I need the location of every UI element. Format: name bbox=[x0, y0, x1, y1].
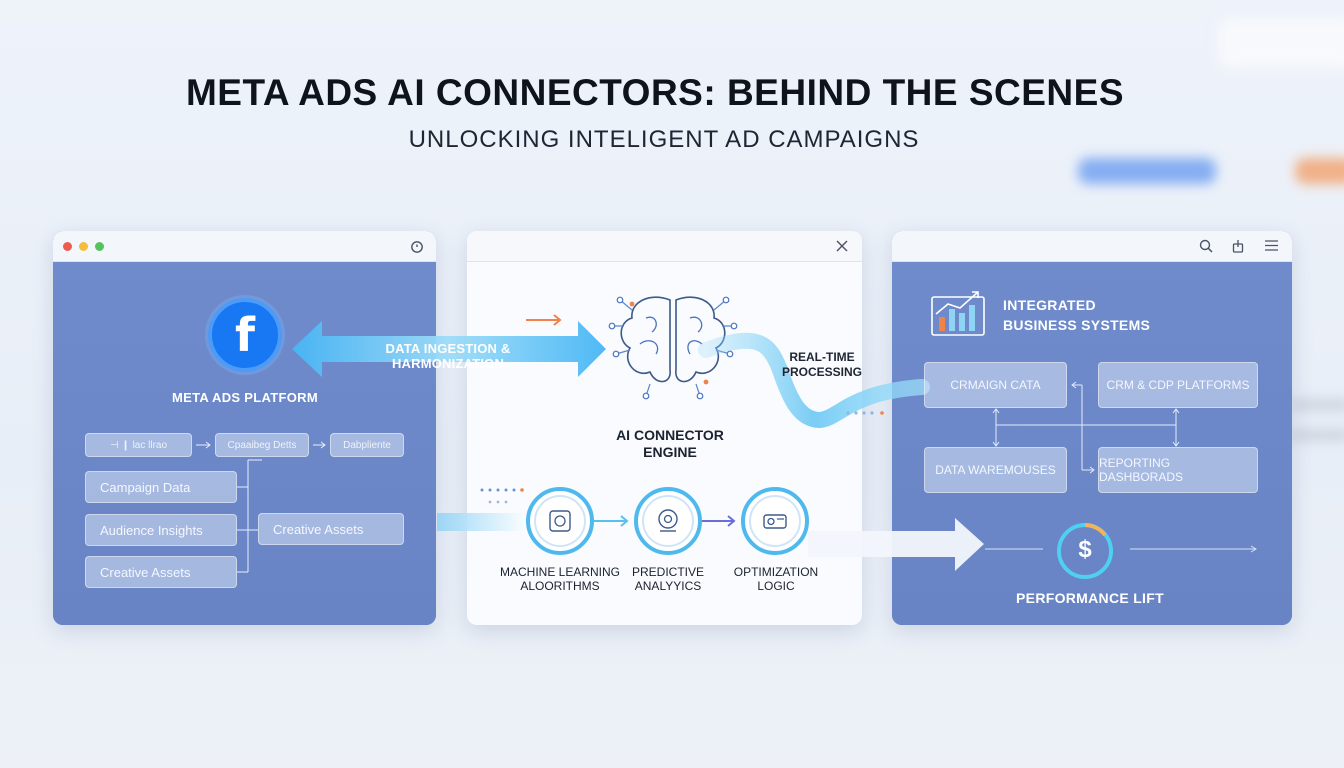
facebook-logo-icon: f bbox=[208, 298, 282, 372]
meta-ads-platform-label: META ADS PLATFORM bbox=[172, 390, 318, 405]
step-label-predictive-line1: PREDICTIVE bbox=[631, 565, 704, 579]
predictive-analytics-icon bbox=[634, 487, 702, 555]
step-label-ml-line1: MACHINE LEARNING bbox=[499, 565, 621, 579]
page-subtitle: UNLOCKING INTELIGENT AD CAMPAIGNS bbox=[408, 126, 920, 153]
side-item-creative-assets: Creative Assets bbox=[258, 513, 404, 545]
realtime-stream-icon bbox=[698, 332, 930, 429]
ai-engine-panel bbox=[467, 231, 862, 625]
orange-arrow-icon bbox=[526, 314, 562, 326]
brain-nodes-icon bbox=[608, 296, 738, 400]
maximize-dot-icon[interactable] bbox=[95, 242, 104, 251]
realtime-label-line1: REAL-TIME bbox=[789, 350, 855, 364]
close-icon[interactable] bbox=[836, 240, 848, 252]
system-box-data-warehouses: DATA WAREMOUSES bbox=[924, 447, 1067, 493]
close-dot-icon[interactable] bbox=[63, 242, 72, 251]
background-blur-bar bbox=[1295, 158, 1344, 184]
background-blur-card bbox=[1218, 18, 1344, 68]
integrated-heading-line1: INTEGRATED bbox=[1003, 297, 1096, 313]
list-item-creative-assets: Creative Assets bbox=[85, 556, 237, 588]
step-label-ml-line2: ALOORITHMS bbox=[520, 579, 600, 593]
timer-icon[interactable] bbox=[410, 240, 424, 254]
integrated-heading-line2: BUSINESS SYSTEMS bbox=[1003, 317, 1151, 333]
window-title-bar bbox=[892, 231, 1292, 262]
bar-chart-icon bbox=[931, 291, 985, 336]
ml-algorithms-icon bbox=[526, 487, 594, 555]
stream-dots-icon bbox=[480, 488, 524, 504]
engine-label-line2: ENGINE bbox=[643, 444, 697, 460]
list-item-campaign-data: Campaign Data bbox=[85, 471, 237, 503]
ingestion-arrow-icon bbox=[292, 321, 606, 377]
dollar-icon bbox=[1057, 523, 1113, 579]
systems-connectors-icon bbox=[992, 381, 1180, 474]
stream-dots-icon bbox=[846, 411, 884, 415]
background-blur-line bbox=[1290, 400, 1344, 410]
step-label-optimization-line2: LOGIC bbox=[757, 579, 795, 593]
system-box-crm-cdp: CRM & CDP PLATFORMS bbox=[1098, 362, 1258, 408]
input-stream-icon bbox=[437, 513, 530, 531]
search-icon[interactable] bbox=[1199, 239, 1213, 253]
performance-lift-label: PERFORMANCE LIFT bbox=[1016, 590, 1164, 606]
flow-step-1: ⊣ ❙ lac llrao bbox=[85, 433, 192, 457]
minimize-dot-icon[interactable] bbox=[79, 242, 88, 251]
share-icon[interactable] bbox=[1232, 239, 1244, 253]
step-label-predictive-line2: ANALYYICS bbox=[634, 579, 702, 593]
performance-arrow-icon bbox=[1130, 545, 1257, 553]
engine-label-line1: AI CONNECTOR bbox=[616, 427, 724, 443]
list-item-audience-insights: Audience Insights bbox=[85, 514, 237, 546]
flow-step-3: Dabpliente bbox=[330, 433, 404, 457]
optimization-logic-icon bbox=[741, 487, 809, 555]
dollar-symbol: $ bbox=[1078, 536, 1092, 563]
window-title-bar bbox=[467, 231, 862, 262]
flow-step-2: Cpaaibeg Detts bbox=[215, 433, 309, 457]
step-label-optimization-line1: OPTIMIZATION bbox=[733, 565, 819, 579]
output-arrow-icon bbox=[808, 518, 984, 571]
step-arrows-icon bbox=[594, 515, 736, 527]
ingestion-label: DATA INGESTION & HARMONIZATION bbox=[385, 341, 511, 371]
menu-icon[interactable] bbox=[1265, 240, 1278, 251]
system-box-reporting-dashboards: REPORTING DASHBORADS bbox=[1098, 447, 1258, 493]
window-title-bar bbox=[53, 231, 436, 262]
page-title: META ADS AI CONNECTORS: BEHIND THE SCENE… bbox=[185, 72, 1125, 113]
background-blur-line bbox=[1290, 430, 1344, 440]
system-box-campaign-data: CRMAIGN CATA bbox=[924, 362, 1067, 408]
background-blur-bar bbox=[1078, 158, 1216, 184]
realtime-label-line2: PROCESSING bbox=[781, 365, 862, 379]
